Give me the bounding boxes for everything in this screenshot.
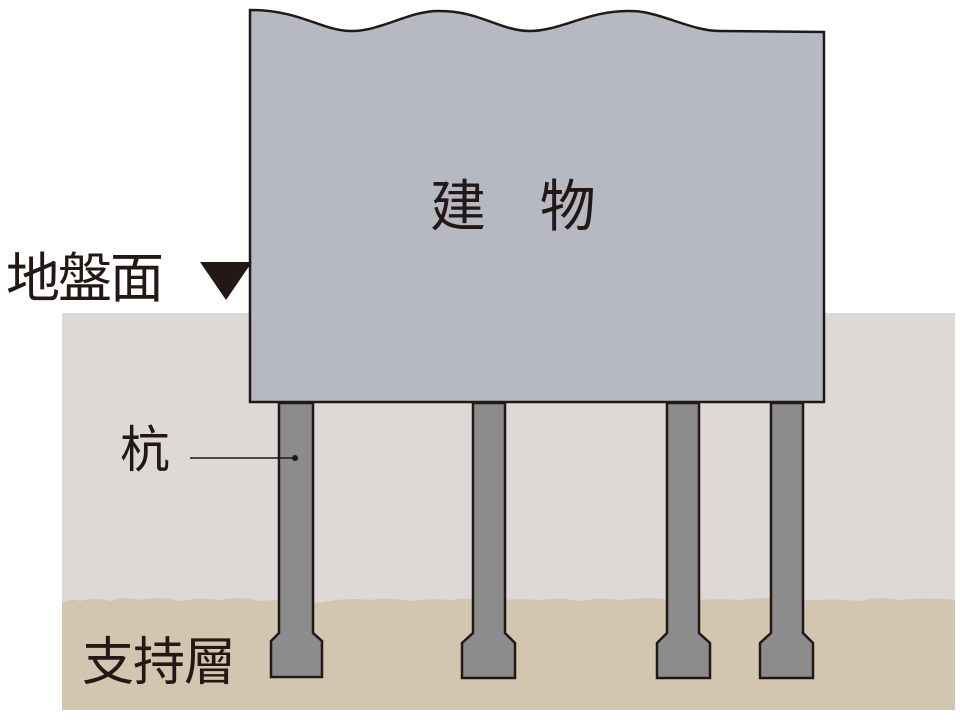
building [248, 8, 826, 404]
pile-2 [460, 401, 517, 680]
pile-4 [758, 401, 815, 680]
pile-3 [655, 401, 712, 680]
bearing-layer-label: 支持層 [82, 633, 236, 693]
ground-surface-label: 地盤面 [6, 247, 164, 310]
pile-label: 杭 [120, 421, 170, 479]
pile-1 [269, 401, 324, 679]
building-label: 建 物 [430, 175, 614, 240]
pile-leader-dot [292, 455, 298, 461]
ground-surface-marker-icon [200, 262, 252, 300]
